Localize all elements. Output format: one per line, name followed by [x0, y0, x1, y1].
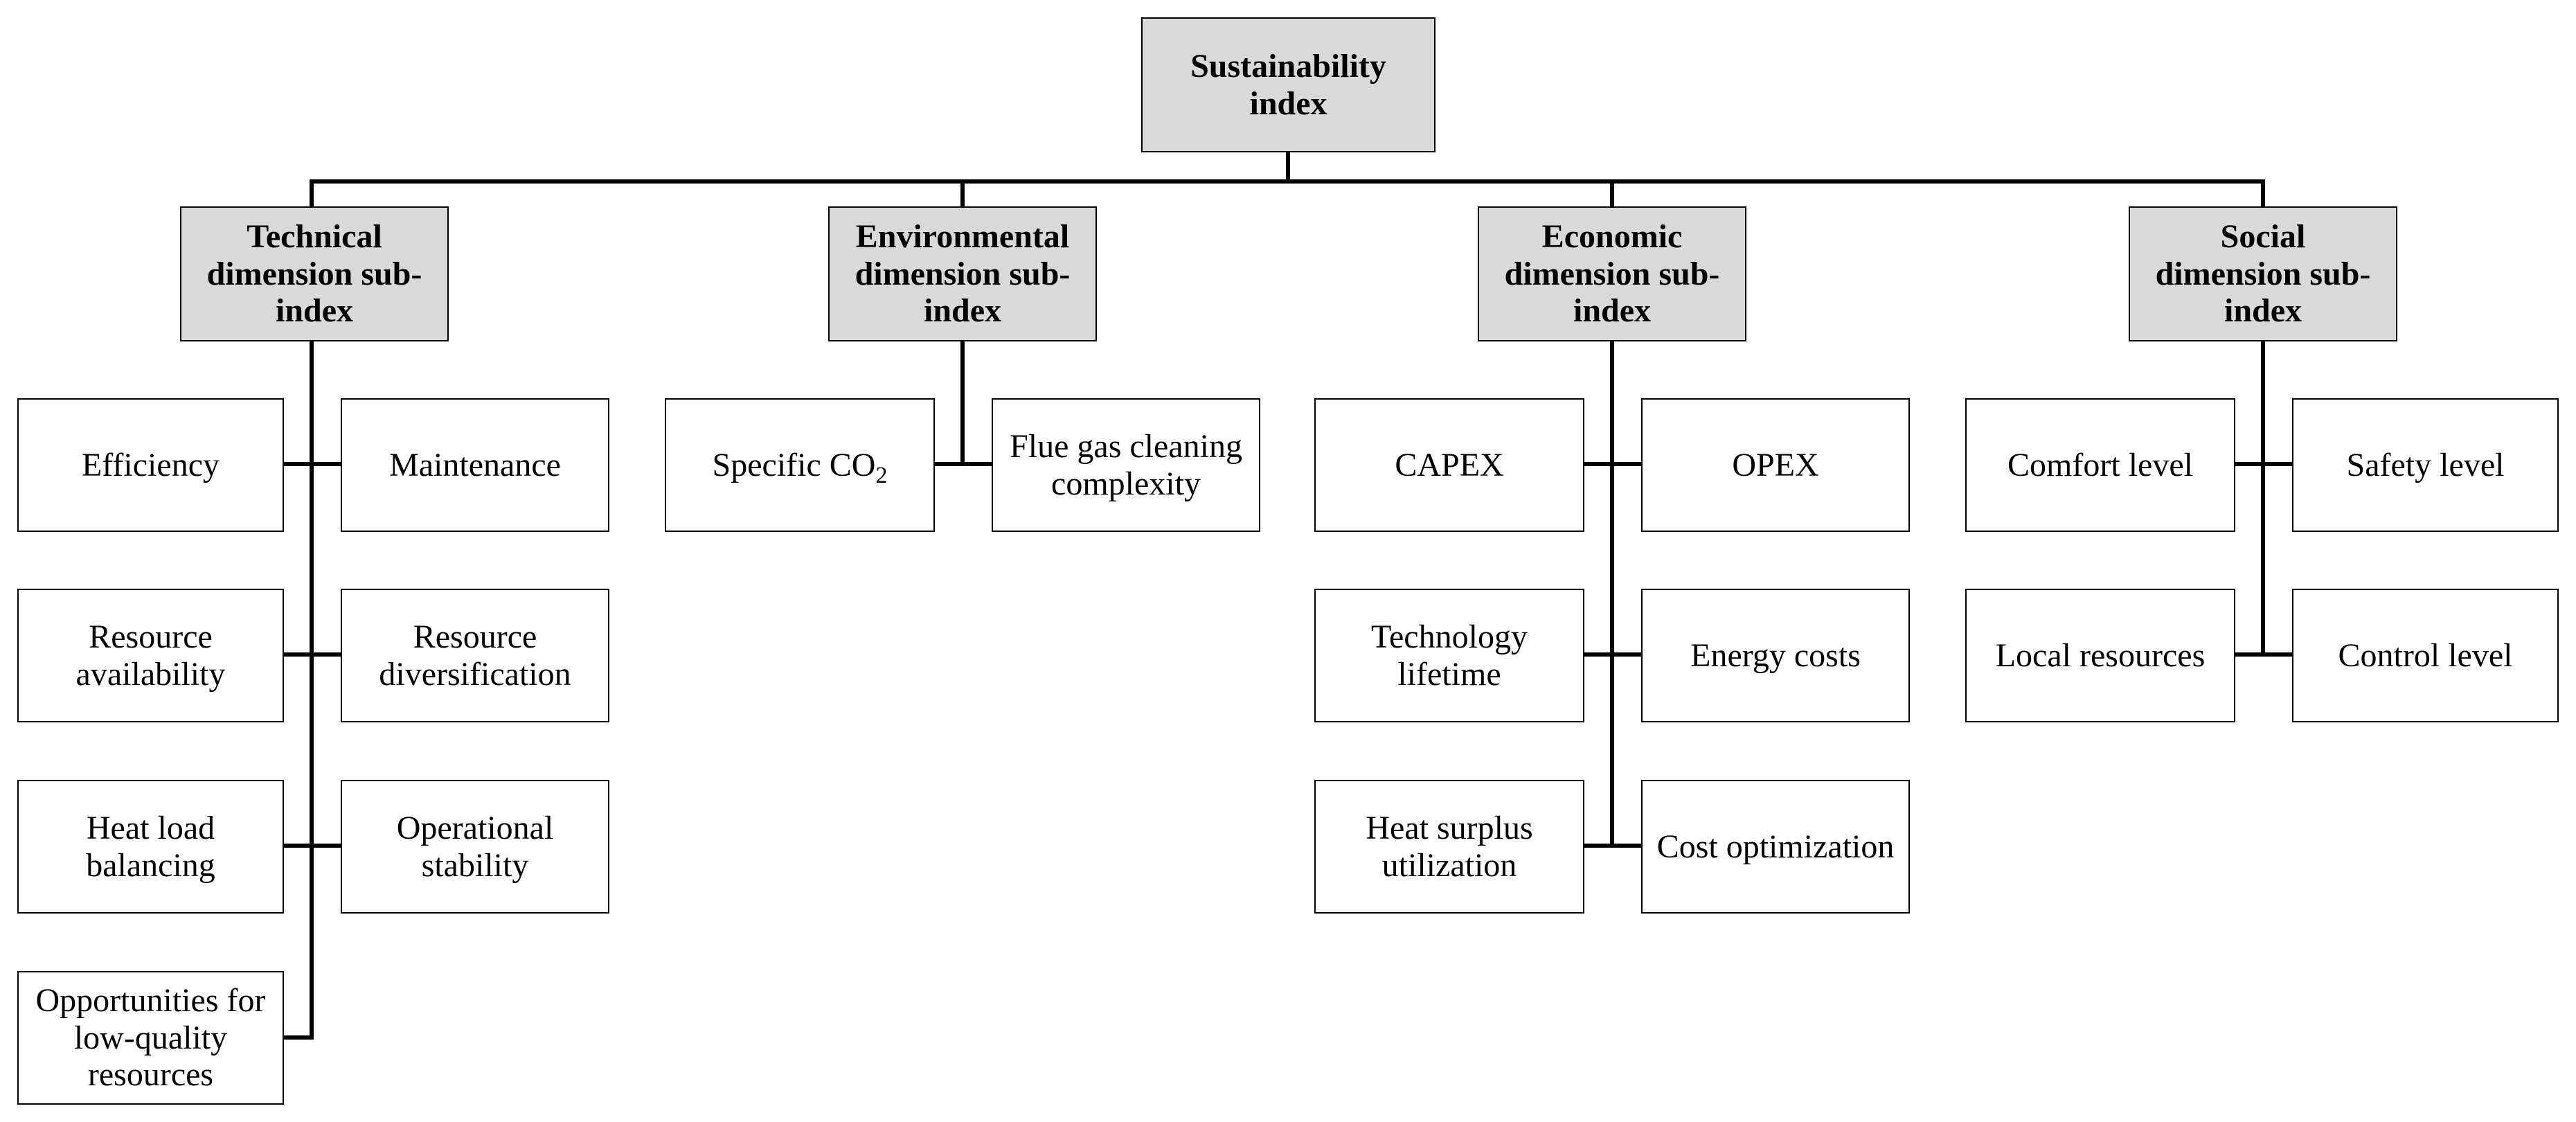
economic-item-technology-lifetime-label: Technology lifetime: [1371, 618, 1528, 693]
technical-item-efficiency: Efficiency: [17, 398, 284, 532]
environmental-item-specific-co2-label: Specific CO2: [712, 446, 888, 488]
technical-item-heat-load-balancing: Heat load balancing: [17, 780, 284, 914]
social-item-safety-level-label: Safety level: [2346, 446, 2505, 483]
technical-item-operational-stability-label: Operational stability: [396, 809, 554, 884]
technical-item-resource-diversification: Resource diversification: [341, 589, 609, 722]
social-dimension-label: Social dimension sub- index: [2155, 217, 2371, 330]
technical-item-operational-stability: Operational stability: [341, 780, 609, 914]
social-item-comfort-level-label: Comfort level: [2007, 446, 2193, 483]
environmental-dimension-label: Environmental dimension sub- index: [855, 217, 1071, 330]
economic-item-opex: OPEX: [1641, 398, 1910, 532]
economic-item-cost-optimization-label: Cost optimization: [1656, 828, 1895, 865]
economic-item-opex-label: OPEX: [1732, 446, 1819, 483]
environmental-item-flue-gas-cleaning-label: Flue gas cleaning complexity: [1010, 427, 1242, 502]
technical-dimension-header: Technical dimension sub- index: [180, 206, 449, 341]
economic-item-cost-optimization: Cost optimization: [1641, 780, 1910, 914]
economic-item-capex: CAPEX: [1314, 398, 1584, 532]
social-item-comfort-level: Comfort level: [1965, 398, 2235, 532]
economic-item-heat-surplus-utilization-label: Heat surplus utilization: [1366, 809, 1533, 884]
social-item-local-resources: Local resources: [1965, 589, 2235, 722]
social-item-local-resources-label: Local resources: [1995, 636, 2206, 674]
technical-item-resource-diversification-label: Resource diversification: [379, 618, 571, 693]
technical-item-maintenance: Maintenance: [341, 398, 609, 532]
social-dimension-header: Social dimension sub- index: [2129, 206, 2397, 341]
economic-item-technology-lifetime: Technology lifetime: [1314, 589, 1584, 722]
technical-item-maintenance-label: Maintenance: [389, 446, 561, 483]
technical-item-resource-availability: Resource availability: [17, 589, 284, 722]
co2-subscript: 2: [875, 462, 888, 488]
technical-item-resource-availability-label: Resource availability: [75, 618, 226, 693]
environmental-dimension-header: Environmental dimension sub- index: [828, 206, 1097, 341]
environmental-item-flue-gas-cleaning: Flue gas cleaning complexity: [992, 398, 1260, 532]
economic-item-energy-costs: Energy costs: [1641, 589, 1910, 722]
specific-co2-text: Specific CO: [712, 446, 876, 483]
economic-dimension-label: Economic dimension sub- index: [1504, 217, 1720, 330]
economic-item-capex-label: CAPEX: [1395, 446, 1504, 483]
root-label: Sustainability index: [1190, 47, 1386, 122]
technical-dimension-label: Technical dimension sub- index: [206, 217, 422, 330]
technical-item-heat-load-balancing-label: Heat load balancing: [86, 809, 215, 884]
root-node-sustainability-index: Sustainability index: [1141, 17, 1435, 152]
economic-dimension-header: Economic dimension sub- index: [1478, 206, 1746, 341]
environmental-item-specific-co2: Specific CO2: [665, 398, 935, 532]
technical-item-low-quality-resources-label: Opportunities for low-quality resources: [35, 981, 266, 1094]
social-item-safety-level: Safety level: [2292, 398, 2559, 532]
social-item-control-level: Control level: [2292, 589, 2559, 722]
technical-item-low-quality-resources: Opportunities for low-quality resources: [17, 971, 284, 1105]
economic-item-heat-surplus-utilization: Heat surplus utilization: [1314, 780, 1584, 914]
economic-item-energy-costs-label: Energy costs: [1690, 636, 1861, 674]
technical-item-efficiency-label: Efficiency: [81, 446, 220, 483]
social-item-control-level-label: Control level: [2338, 636, 2513, 674]
